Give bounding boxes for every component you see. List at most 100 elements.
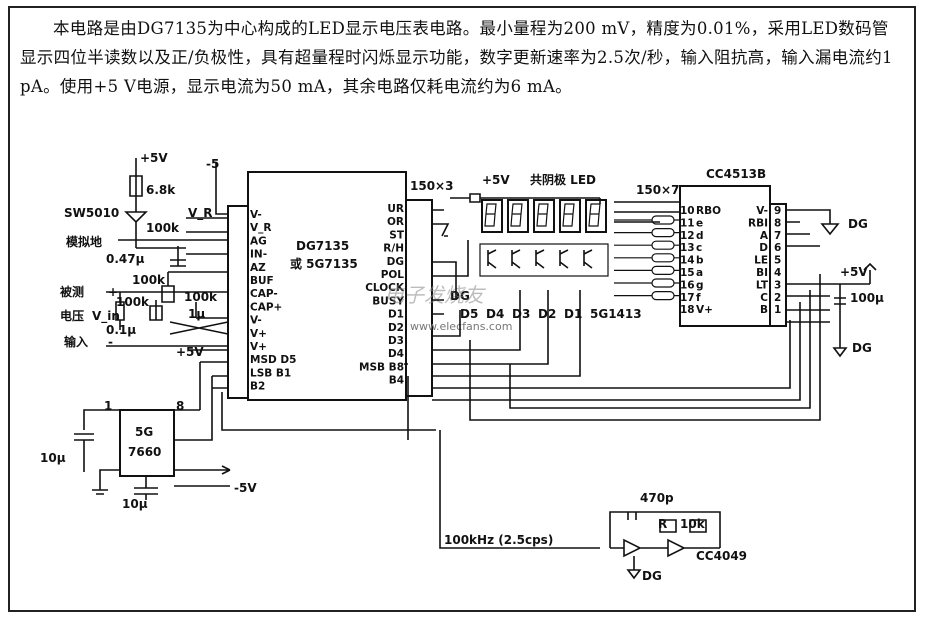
led-segments <box>562 203 575 227</box>
clock-note: 100kHz (2.5cps) <box>444 533 553 547</box>
supply-plus5-top: +5V <box>140 151 168 165</box>
digit-label: D1 <box>564 307 582 321</box>
7660-chip <box>119 409 175 477</box>
main-pin-label: IN- <box>250 249 267 261</box>
led-segments <box>536 203 549 227</box>
dg-decoder: DG <box>848 217 868 231</box>
decoder-pin-num: 1 <box>774 304 781 316</box>
led-digit-display <box>507 199 529 233</box>
decoder-right-pin-block <box>769 203 787 327</box>
main-pin-label: V+ <box>250 328 267 340</box>
led-segments <box>510 203 523 227</box>
main-pin-label: CAP- <box>250 288 278 300</box>
dg-driver: DG <box>450 289 470 303</box>
decoder-pin-num: 18 <box>680 304 695 316</box>
main-pin-label: V+ <box>250 341 267 353</box>
led-segments <box>484 203 497 227</box>
main-pin-label: ST <box>389 229 405 241</box>
driver-transistor <box>535 249 545 269</box>
main-pin-label: DG <box>387 256 404 268</box>
decoder-pin-label: f <box>696 292 701 304</box>
main-pin-label: OR <box>387 216 404 228</box>
resistor-10k: 10k <box>680 517 706 531</box>
main-pin-label: LSB B1 <box>250 367 291 379</box>
main-pin-label: AG <box>250 235 267 247</box>
main-pin-label: R/H <box>383 243 404 255</box>
decoder-pin-num: 16 <box>680 279 695 291</box>
decoder-pin-num: 13 <box>680 242 695 254</box>
decoder-pin-label: g <box>696 279 704 291</box>
led-digit-display <box>533 199 555 233</box>
supply-plus5-mid: +5V <box>176 345 204 359</box>
cap-470p: 470p <box>640 491 674 505</box>
dg-osc: DG <box>642 569 662 583</box>
switch-label: SW5010 <box>64 206 119 220</box>
res-150x3-label: 150×3 <box>410 179 453 193</box>
cap-10u-1: 10μ <box>40 451 66 465</box>
decoder-pin-label: LE <box>754 255 768 267</box>
driver-transistor <box>559 249 569 269</box>
decoder-pin-label: c <box>696 242 702 254</box>
decoder-pin-label: D <box>759 242 768 254</box>
cap-0.1u: 0.1μ <box>106 323 136 337</box>
main-pin-label: D4 <box>388 348 404 360</box>
main-pin-label: D3 <box>388 335 404 347</box>
decoder-pin-num: 3 <box>774 279 781 291</box>
cap-100u: 100μ <box>850 291 884 305</box>
supply-minus5-top: -5 <box>206 157 219 171</box>
decoder-pin-label: C <box>760 292 768 304</box>
decoder-pin-num: 15 <box>680 267 695 279</box>
cap-10u-2: 10μ <box>122 497 148 511</box>
decoder-pin-label: B <box>760 304 768 316</box>
main-pin-label: MSD D5 <box>250 354 296 366</box>
cc4513b-name: CC4513B <box>706 167 766 181</box>
dg7135-chip <box>247 171 407 401</box>
digit-label: D5 <box>460 307 478 321</box>
dg7135-alt-name: 或 5G7135 <box>290 256 358 271</box>
decoder-pin-label: b <box>696 255 704 267</box>
watermark-url: www.elecfans.com <box>410 320 512 333</box>
decoder-pin-label: e <box>696 217 703 229</box>
main-pin-label: BUF <box>250 275 274 287</box>
main-pin-label: V_R <box>250 222 271 234</box>
main-pin-label: V- <box>250 315 262 327</box>
decoder-pin-label: V- <box>756 205 768 217</box>
cap-0.47u: 0.47μ <box>106 252 145 266</box>
main-left-pin-block <box>227 205 249 399</box>
cc4513b-chip <box>679 185 771 327</box>
main-pin-label: V- <box>250 209 262 221</box>
main-pin-label: B2 <box>250 381 265 393</box>
main-pin-label: D1 <box>388 309 404 321</box>
main-pin-label: CAP+ <box>250 301 282 313</box>
decoder-pin-num: 12 <box>680 230 695 242</box>
main-pin-label: MSB B8 <box>359 361 404 373</box>
led-segments <box>588 203 601 227</box>
7660-pin1: 1 <box>104 399 112 413</box>
main-pin-label: UR <box>387 203 404 215</box>
watermark: 电子发烧友 <box>384 283 487 307</box>
segment-resistor <box>651 265 675 275</box>
res-150x7-label: 150×7 <box>636 183 679 197</box>
decoder-pin-num: 14 <box>680 255 695 267</box>
main-pin-label: B4 <box>389 375 404 387</box>
led-digit-display <box>559 199 581 233</box>
driver-transistor <box>511 249 521 269</box>
dg-right: DG <box>852 341 872 355</box>
main-pin-label: CLOCK <box>365 282 405 294</box>
led-supply-label: +5V <box>482 173 510 187</box>
main-pin-label: AZ <box>250 262 266 274</box>
decoder-pin-label: d <box>696 230 704 242</box>
decoder-pin-num: 11 <box>680 217 695 229</box>
main-pin-label: BUSY <box>372 295 404 307</box>
7660-name: 5G <box>135 425 153 439</box>
dg7135-name: DG7135 <box>296 239 349 253</box>
vin-label: V_in <box>92 309 120 324</box>
digit-label: D2 <box>538 307 556 321</box>
decoder-pin-num: 4 <box>774 267 781 279</box>
driver-transistor <box>487 249 497 269</box>
r-mark: R <box>658 517 667 531</box>
decoder-pin-num: 7 <box>774 230 781 242</box>
input-label: 输入 <box>64 334 88 349</box>
7660-sub: 7660 <box>128 445 161 459</box>
